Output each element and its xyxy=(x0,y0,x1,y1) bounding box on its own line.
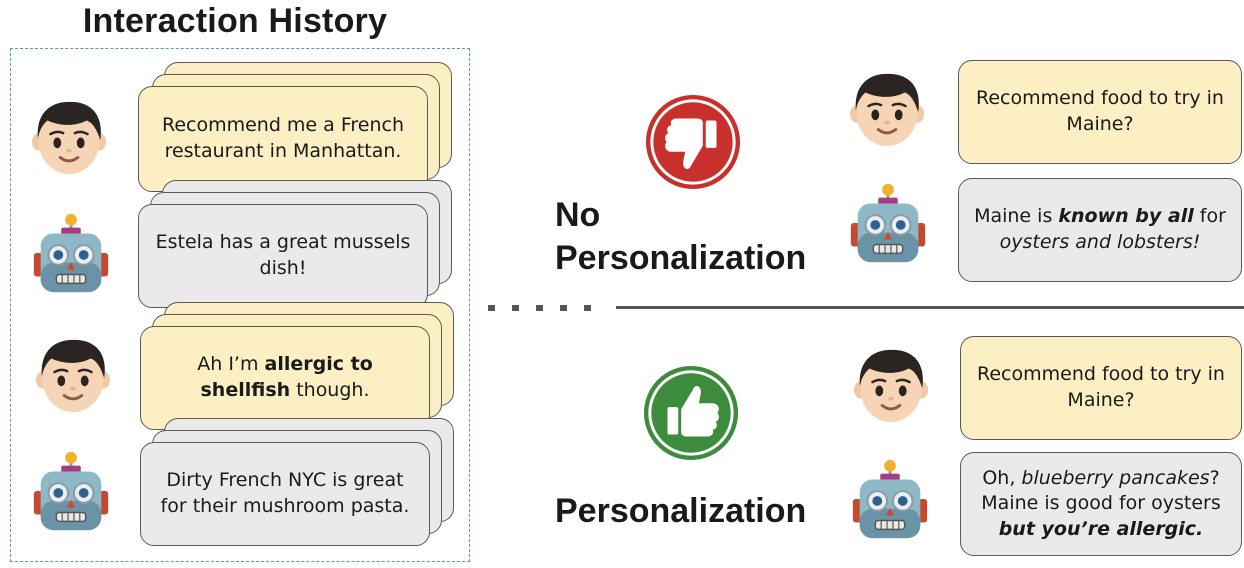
history-user-message: Recommend me a French restaurant in Manh… xyxy=(138,86,428,192)
robot-avatar-icon xyxy=(31,210,111,298)
user-avatar-icon xyxy=(852,346,930,426)
divider-dots xyxy=(488,305,591,311)
robot-avatar-icon xyxy=(31,448,111,536)
robot-avatar-icon xyxy=(850,456,930,544)
personalization-question: Recommend food to try in Maine? xyxy=(960,336,1242,440)
history-bot-message: Estela has a great mussels dish! xyxy=(138,204,428,308)
thumbs-up-icon xyxy=(643,365,739,461)
history-title: Interaction History xyxy=(82,2,388,40)
user-avatar-icon xyxy=(848,70,926,150)
no-personalization-answer: Maine is known by all for oysters and lo… xyxy=(958,178,1242,282)
robot-avatar-icon xyxy=(848,180,928,268)
personalization-label: Personalization xyxy=(555,492,807,530)
user-avatar-icon xyxy=(30,98,108,178)
divider-line xyxy=(616,306,1244,309)
history-bot-message: Dirty French NYC is great for their mush… xyxy=(140,442,430,546)
history-user-message: Ah I’m allergic to shellfish though. xyxy=(140,326,430,430)
history-frame xyxy=(10,48,470,562)
user-avatar-icon xyxy=(34,336,112,416)
personalization-answer: Oh, blueberry pancakes? Maine is good fo… xyxy=(960,452,1242,556)
no-personalization-question: Recommend food to try in Maine? xyxy=(958,60,1242,164)
no-personalization-label: No Personalization xyxy=(555,196,807,277)
thumbs-down-icon xyxy=(645,94,741,190)
